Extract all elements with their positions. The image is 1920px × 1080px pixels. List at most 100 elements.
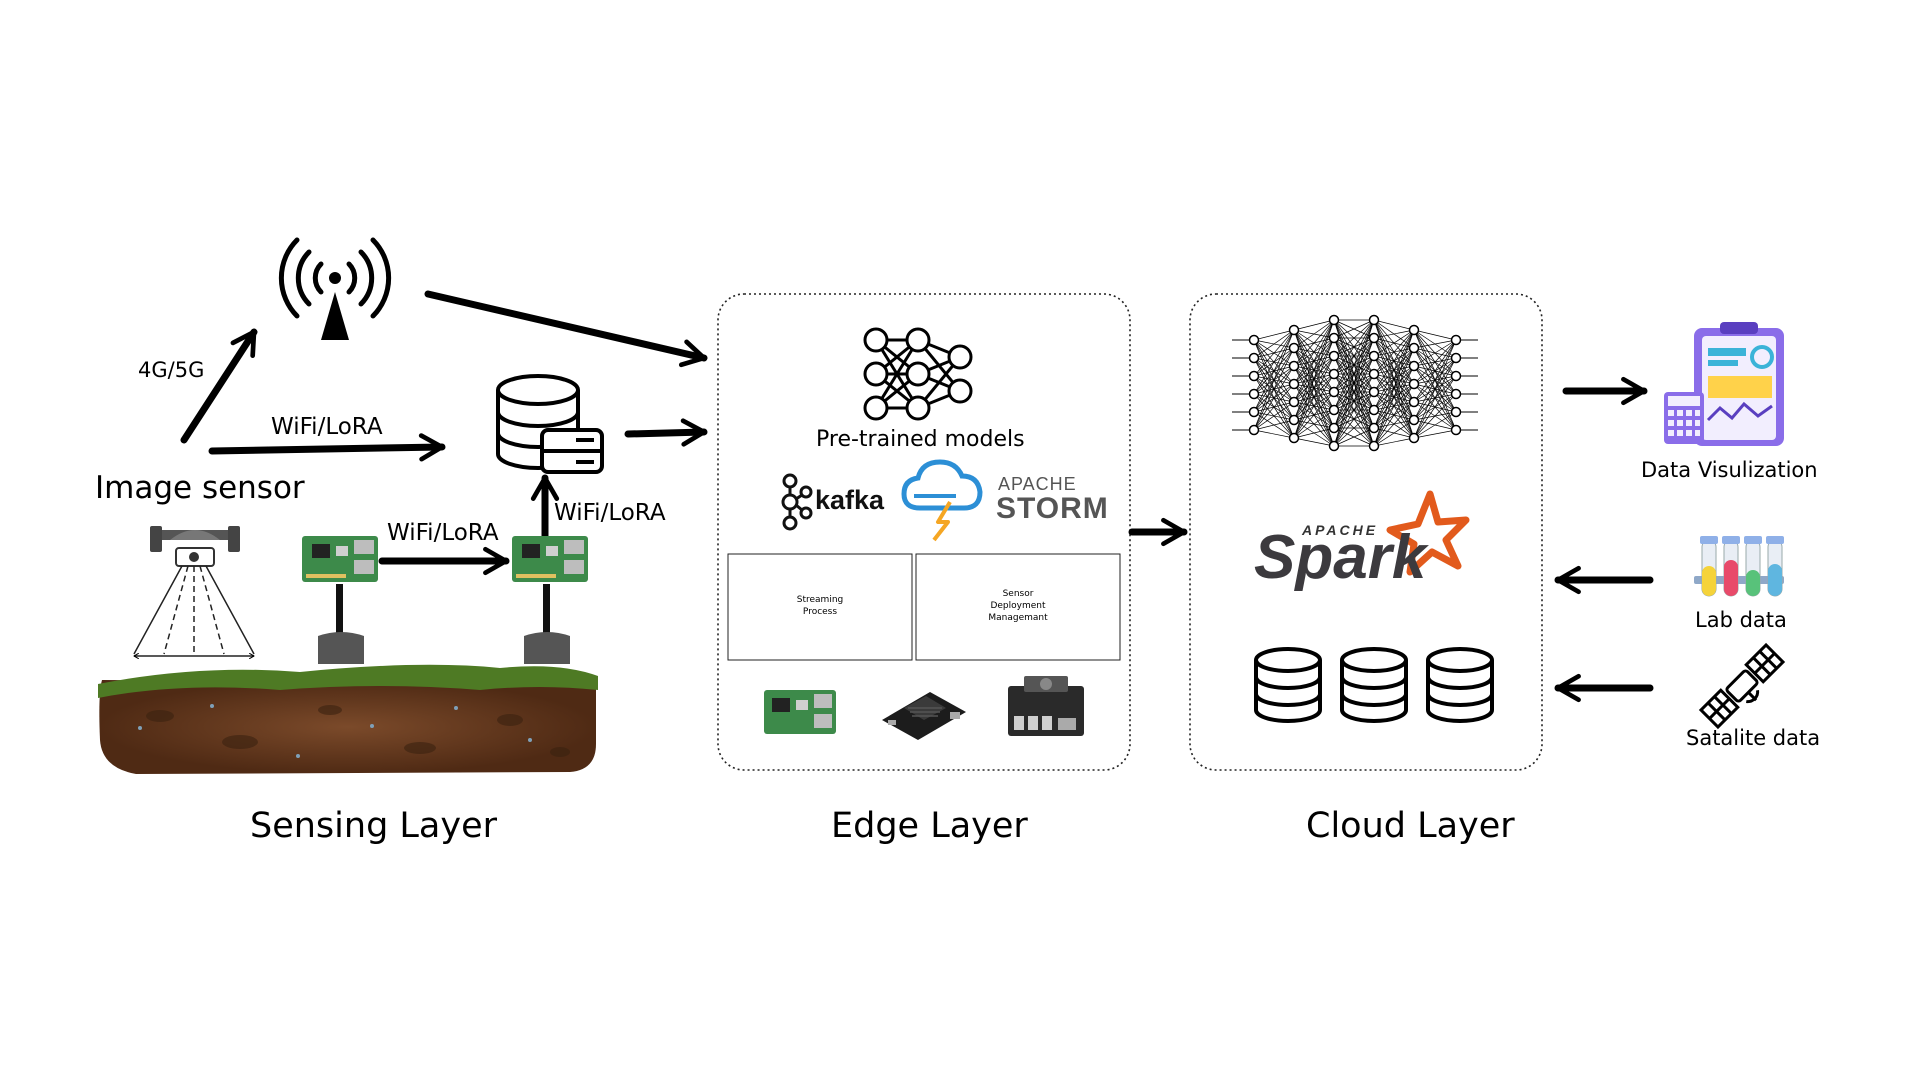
nn-node [1408,324,1420,336]
storm-icon [901,459,983,542]
nn-node [1248,370,1260,382]
satellite-icon [1698,642,1786,730]
nn-edge [1413,339,1457,403]
nn-edge [1293,319,1335,439]
nn-edge [1373,383,1415,447]
database-server-icon [496,374,604,474]
nn-edge [1293,373,1335,439]
nn-edge [1253,329,1295,377]
nn-edge [1293,355,1335,439]
nn-edge [1413,339,1457,385]
nn-edge [1253,329,1295,431]
nn-node [1408,432,1420,444]
database-icon [1426,647,1494,723]
nn-edge [1293,319,1335,367]
kafka-logo-text: kafka [815,485,885,515]
nn-edge [1413,357,1457,439]
nn-node [1408,414,1420,426]
nn-node [1288,360,1300,372]
streaming-line-1: Streaming [796,595,844,605]
label-wifi-lora-top: WiFi/LoRA [271,414,383,440]
nn-node [1248,352,1260,364]
nn-node [1288,342,1300,354]
raspberry-pi-icon [512,536,588,582]
arrow-4g5g [180,328,258,444]
nn-edge [1253,429,1295,439]
nn-edge [1373,329,1415,339]
nn-edge [1413,393,1457,439]
sensor-deployment-box [915,553,1121,661]
nn-node [1450,406,1462,418]
streaming-line-2: Process [802,607,838,617]
spark-icon [1386,490,1470,576]
sensor-line-2: Deployment [990,601,1046,611]
nn-edge [1373,419,1415,447]
nn-edge [1333,319,1375,375]
antenna-icon [278,237,392,340]
nn-edge [1253,329,1295,395]
nn-edge [1293,319,1335,421]
sensing-layer-title: Sensing Layer [250,806,497,846]
nn-edge [1253,347,1295,431]
nn-node [1288,414,1300,426]
nn-node [1328,422,1340,434]
nn-edge [1253,419,1295,431]
nn-edge [1413,329,1457,341]
nn-edge [1373,329,1415,447]
sensor-base-2 [524,632,570,664]
nn-edge [1253,365,1295,431]
nn-node [1408,342,1420,354]
raspberry-pi-icon [302,536,378,582]
nn-edge [1373,329,1415,393]
label-data-visualization: Data Visulization [1641,458,1818,482]
nn-node [1328,440,1340,452]
nn-node [1288,378,1300,390]
nn-node [1408,360,1420,372]
lab-tubes-icon [1694,536,1784,597]
nn-edge [1413,375,1457,439]
nn-edge [1373,329,1415,357]
label-4g5g: 4G/5G [138,358,205,382]
nn-edge [1413,339,1457,421]
database-icon [1340,647,1408,723]
nn-node [1450,334,1462,346]
nn-node [1328,404,1340,416]
nn-node [1368,404,1380,416]
nn-edge [1333,319,1375,393]
nn-node [1368,422,1380,434]
arrow-server-to-edge [624,418,708,447]
soil-ground [98,664,598,774]
nn-node [1288,432,1300,444]
nn-edge [1293,427,1335,439]
neural-network-icon [1232,314,1478,452]
nn-node [1328,332,1340,344]
nn-node [1408,378,1420,390]
nn-node [1248,406,1260,418]
nn-node [1368,368,1380,380]
storm-logo-bottom: STORM [996,492,1109,525]
raspberry-pi-icon [764,690,836,734]
nn-edge [1293,319,1335,385]
database-group [1254,647,1494,723]
nn-edge [1293,319,1335,403]
nn-node [1248,334,1260,346]
nn-node [1368,386,1380,398]
sensor-deployment-label: Sensor Deployment Managemant [916,588,1120,624]
cloud-layer-box [1189,293,1543,771]
nn-node [1248,424,1260,436]
nn-edge [1293,409,1335,439]
nn-edge [1373,329,1415,411]
spark-logo-main: Spark [1254,523,1427,592]
nn-edge [1333,319,1375,357]
nn-node [1368,332,1380,344]
nn-node [1450,370,1462,382]
nn-edge [1333,319,1375,429]
sensor-pole-1 [336,584,343,636]
nn-edge [1333,319,1375,447]
jetson-orin-icon [1008,676,1084,736]
nn-edge [1293,337,1335,439]
nn-edge [1333,427,1375,447]
sensor-line-3: Managemant [988,613,1048,623]
arrow-antenna-to-edge [424,290,708,368]
